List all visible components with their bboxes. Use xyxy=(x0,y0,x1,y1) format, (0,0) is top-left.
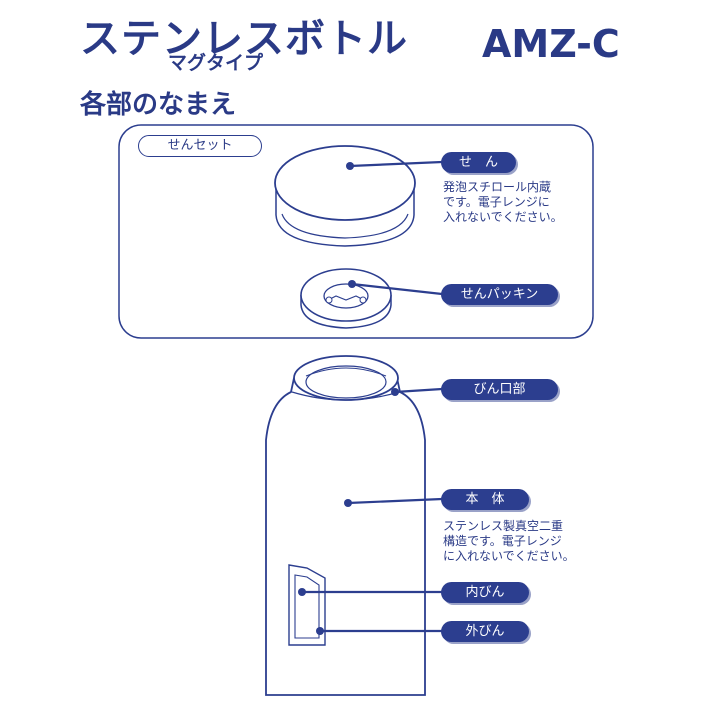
section-heading: 各部のなまえ xyxy=(80,90,237,120)
leader-dots xyxy=(298,162,399,635)
packing-illustration xyxy=(300,268,392,329)
label-outer-bottle: 外びん xyxy=(441,621,529,642)
stopper-set-tag: せんセット xyxy=(138,135,262,157)
label-stopper: せ ん xyxy=(441,152,516,173)
leader-lines xyxy=(302,160,443,633)
label-body: 本 体 xyxy=(441,489,529,510)
bottle-illustration xyxy=(265,355,426,696)
stopper-illustration xyxy=(274,145,416,247)
note-body: ステンレス製真空二重 構造です。電子レンジ に入れないでください。 xyxy=(443,519,575,563)
product-subtitle: マグタイプ xyxy=(168,52,264,74)
product-title: ステンレスボトル xyxy=(80,16,408,62)
model-number: AMZ-C xyxy=(482,22,620,66)
label-inner-bottle: 内びん xyxy=(441,582,529,603)
label-bottle-mouth: びん口部 xyxy=(441,379,558,400)
note-stopper: 発泡スチロール内蔵 です。電子レンジに 入れないでください。 xyxy=(443,180,563,224)
label-packing: せんパッキン xyxy=(441,284,558,305)
